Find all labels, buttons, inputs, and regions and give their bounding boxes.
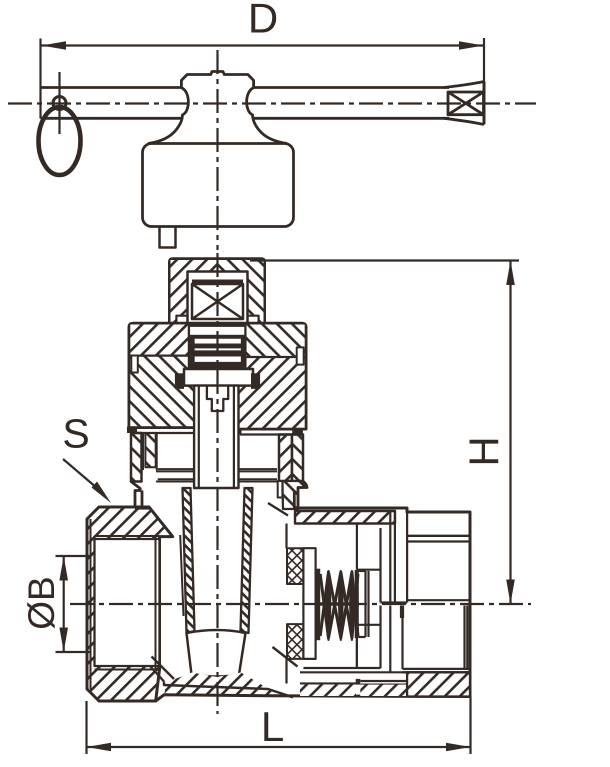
svg-text:L: L: [261, 703, 284, 750]
svg-text:S: S: [62, 411, 89, 457]
svg-text:ØB: ØB: [21, 576, 62, 629]
svg-text:H: H: [461, 436, 508, 466]
svg-text:D: D: [248, 0, 278, 42]
